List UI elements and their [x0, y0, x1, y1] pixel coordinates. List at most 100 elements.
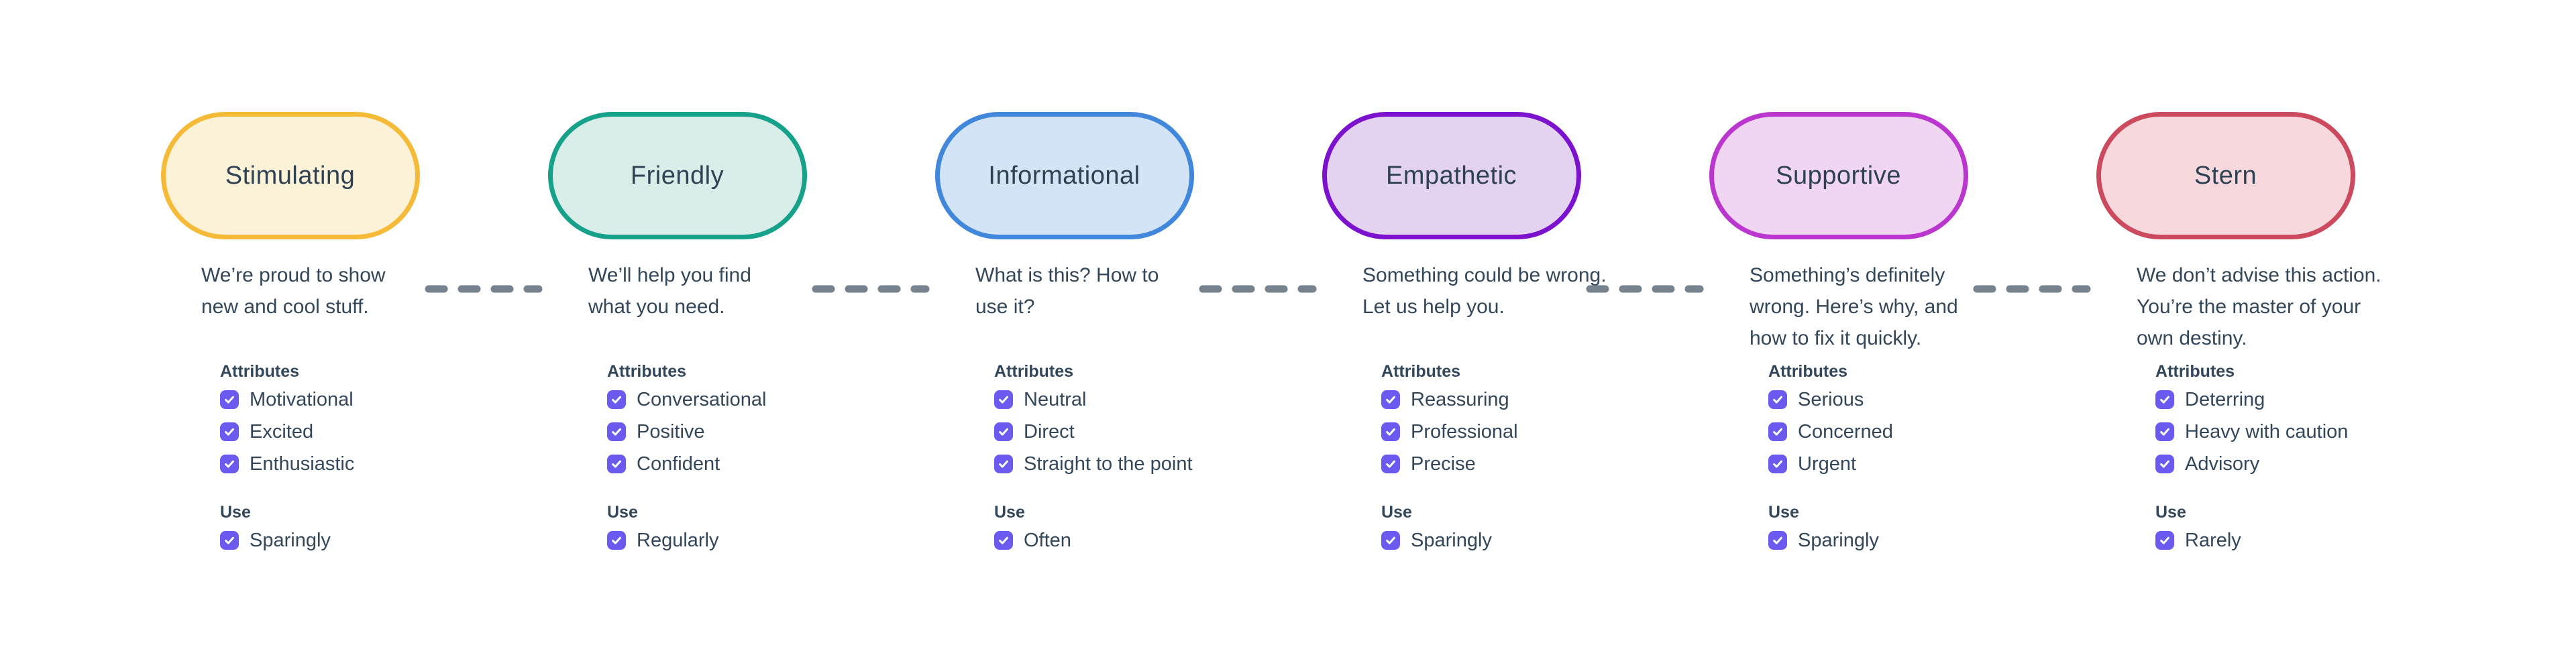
- checkbox-checked-icon[interactable]: [1381, 422, 1400, 441]
- connector-dashes-icon: [1199, 284, 1317, 293]
- checkbox-label: Precise: [1411, 453, 1476, 475]
- checkbox-row[interactable]: Rarely: [2155, 530, 2419, 551]
- checkbox-checked-icon[interactable]: [1381, 390, 1400, 409]
- attributes-list: Motivational Excited Enthusiastic: [220, 388, 484, 475]
- checkbox-row[interactable]: Deterring: [2155, 388, 2419, 410]
- checkbox-row[interactable]: Motivational: [220, 388, 484, 410]
- checkbox-checked-icon[interactable]: [607, 531, 626, 550]
- checkbox-label: Conversational: [637, 388, 767, 410]
- checkbox-checked-icon[interactable]: [1768, 531, 1787, 550]
- attributes-section: Attributes Deterring Heavy with caution …: [2155, 362, 2419, 475]
- checkbox-row[interactable]: Concerned: [1768, 421, 2032, 442]
- tone-pill: Empathetic: [1322, 112, 1581, 239]
- checkbox-checked-icon[interactable]: [2155, 422, 2174, 441]
- checkbox-row[interactable]: Reassuring: [1381, 389, 1645, 410]
- tone-name: Informational: [988, 161, 1140, 190]
- use-list: Sparingly: [1768, 530, 2032, 551]
- checkbox-label: Straight to the point: [1024, 453, 1193, 475]
- connector-dashes-icon: [1973, 284, 2091, 293]
- use-list: Rarely: [2155, 530, 2419, 551]
- checkbox-row[interactable]: Positive: [607, 420, 871, 442]
- checkbox-checked-icon[interactable]: [220, 422, 239, 441]
- use-heading: Use: [994, 503, 1025, 522]
- connector-dashes-icon: [812, 284, 930, 293]
- check-icon: [1386, 536, 1395, 544]
- use-section: Use Sparingly: [1381, 503, 1645, 551]
- checkbox-row[interactable]: Direct: [994, 420, 1258, 442]
- checkbox-checked-icon[interactable]: [220, 531, 239, 550]
- checkbox-checked-icon[interactable]: [2155, 390, 2174, 409]
- checkbox-checked-icon[interactable]: [1768, 390, 1787, 409]
- checkbox-label: Direct: [1024, 420, 1075, 442]
- checkbox-checked-icon[interactable]: [607, 422, 626, 441]
- check-icon: [612, 428, 621, 436]
- checkbox-row[interactable]: Sparingly: [220, 529, 484, 551]
- checkbox-label: Motivational: [250, 388, 354, 410]
- attributes-list: Reassuring Professional Precise: [1381, 389, 1645, 475]
- checkbox-row[interactable]: Neutral: [994, 389, 1258, 410]
- checkbox-checked-icon[interactable]: [1381, 455, 1400, 473]
- check-icon: [999, 460, 1008, 468]
- checkbox-row[interactable]: Straight to the point: [994, 453, 1258, 475]
- checkbox-checked-icon[interactable]: [607, 455, 626, 473]
- checkbox-row[interactable]: Conversational: [607, 388, 871, 410]
- checkbox-checked-icon[interactable]: [607, 390, 626, 409]
- checkbox-row[interactable]: Sparingly: [1768, 530, 2032, 551]
- check-icon: [1386, 460, 1395, 468]
- tone-column-informational: Informational What is this? How to use i…: [871, 112, 1317, 551]
- use-section: Use Rarely: [2155, 503, 2419, 551]
- tone-name: Supportive: [1776, 161, 1901, 190]
- checkbox-checked-icon[interactable]: [994, 390, 1013, 409]
- check-icon: [999, 396, 1008, 404]
- attributes-heading: Attributes: [2155, 362, 2235, 381]
- check-icon: [1773, 428, 1782, 436]
- attributes-list: Serious Concerned Urgent: [1768, 389, 2032, 475]
- check-icon: [1773, 460, 1782, 468]
- check-icon: [1386, 428, 1395, 436]
- tone-column-stimulating: Stimulating We’re proud to show new and …: [97, 112, 543, 551]
- attributes-section: Attributes Reassuring Professional Preci…: [1381, 362, 1645, 475]
- checkbox-row[interactable]: Sparingly: [1381, 529, 1645, 551]
- checkbox-row[interactable]: Advisory: [2155, 453, 2419, 475]
- checkbox-row[interactable]: Excited: [220, 421, 484, 442]
- tone-column-stern: Stern We don’t advise this action. You’r…: [2032, 112, 2419, 551]
- check-icon: [1386, 396, 1395, 404]
- checkbox-row[interactable]: Urgent: [1768, 453, 2032, 475]
- checkbox-row[interactable]: Professional: [1381, 421, 1645, 442]
- checkbox-row[interactable]: Heavy with caution: [2155, 421, 2419, 442]
- checkbox-label: Positive: [637, 420, 705, 442]
- checkbox-row[interactable]: Serious: [1768, 389, 2032, 410]
- checkbox-checked-icon[interactable]: [994, 531, 1013, 550]
- checkbox-checked-icon[interactable]: [1768, 455, 1787, 473]
- checkbox-checked-icon[interactable]: [220, 455, 239, 473]
- checkbox-label: Advisory: [2185, 453, 2260, 475]
- checkbox-row[interactable]: Precise: [1381, 453, 1645, 475]
- tone-column-empathetic: Empathetic Something could be wrong. Let…: [1258, 112, 1704, 551]
- checkbox-label: Sparingly: [250, 529, 331, 551]
- attributes-list: Deterring Heavy with caution Advisory: [2155, 388, 2419, 475]
- checkbox-row[interactable]: Often: [994, 530, 1258, 551]
- check-icon: [612, 396, 621, 404]
- checkbox-checked-icon[interactable]: [1768, 422, 1787, 441]
- checkbox-checked-icon[interactable]: [994, 422, 1013, 441]
- checkbox-row[interactable]: Regularly: [607, 530, 871, 551]
- checkbox-checked-icon[interactable]: [1381, 531, 1400, 550]
- use-list: Often: [994, 530, 1258, 551]
- tone-name: Friendly: [630, 161, 724, 190]
- checkbox-label: Sparingly: [1411, 529, 1492, 551]
- use-list: Regularly: [607, 530, 871, 551]
- use-heading: Use: [1381, 503, 1412, 522]
- check-icon: [999, 536, 1008, 544]
- checkbox-label: Deterring: [2185, 388, 2265, 410]
- attributes-heading: Attributes: [994, 362, 1074, 381]
- checkbox-checked-icon[interactable]: [2155, 531, 2174, 550]
- checkbox-row[interactable]: Confident: [607, 453, 871, 475]
- tone-description: Something’s definitely wrong. Here’s why…: [1750, 264, 1958, 349]
- attributes-section: Attributes Motivational Excited Enthusia…: [220, 362, 484, 475]
- checkbox-checked-icon[interactable]: [994, 455, 1013, 473]
- tone-name: Stimulating: [225, 161, 356, 190]
- checkbox-checked-icon[interactable]: [220, 390, 239, 409]
- checkbox-checked-icon[interactable]: [2155, 455, 2174, 473]
- checkbox-row[interactable]: Enthusiastic: [220, 453, 484, 475]
- use-section: Use Regularly: [607, 503, 871, 551]
